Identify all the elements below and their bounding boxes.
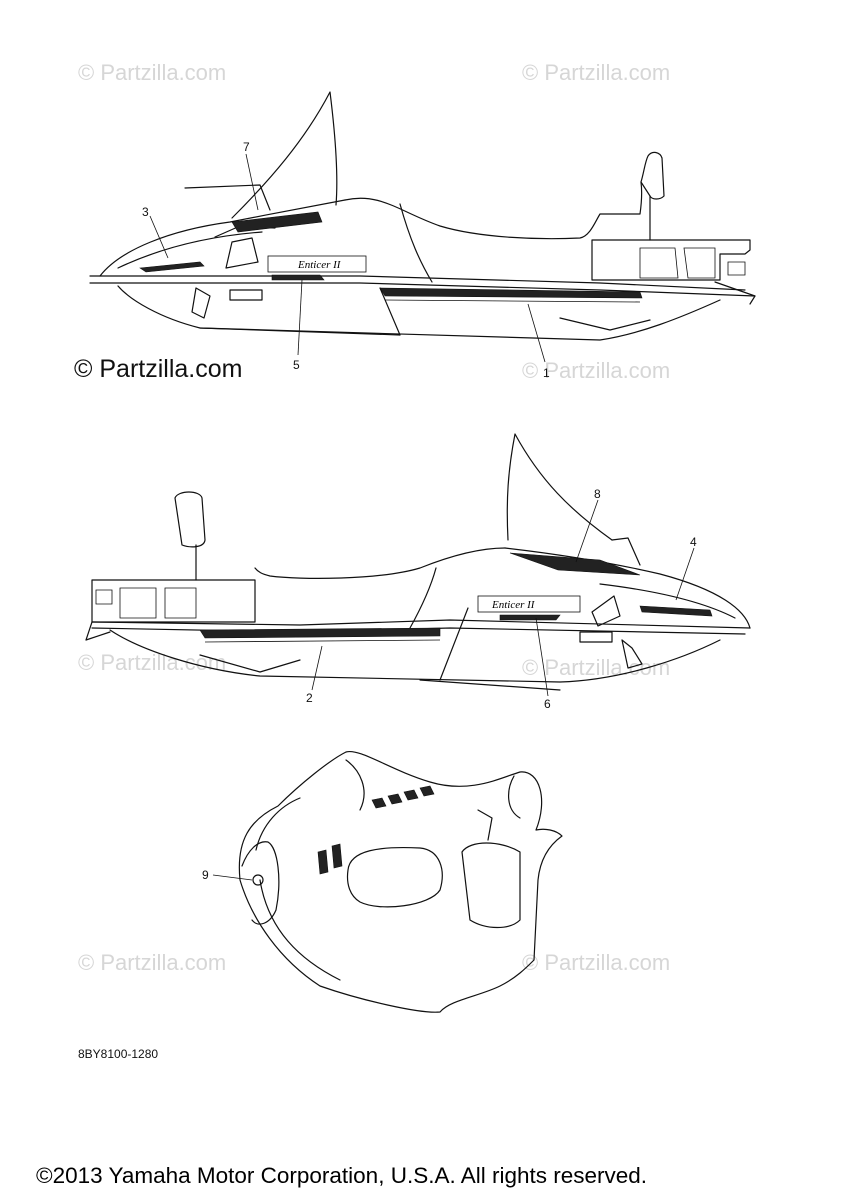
decal-7-mark [231, 211, 323, 233]
decal-8-mark [509, 552, 641, 576]
decal-1-mark [379, 287, 643, 299]
callout-1: 1 [543, 366, 550, 380]
emblem-9-mark [252, 874, 264, 886]
callout-2: 2 [306, 691, 313, 705]
callout-9: 9 [202, 868, 209, 882]
callout-5: 5 [293, 358, 300, 372]
decal-6-box [477, 595, 581, 613]
watermark: © Partzilla.com [78, 650, 227, 675]
watermark: © Partzilla.com [522, 358, 671, 383]
hood-front-view [212, 750, 563, 1013]
decal-5-box [267, 255, 367, 273]
callout-6: 6 [544, 697, 551, 711]
snowmobile-right-side-view: Enticer II [85, 433, 751, 697]
snowmobile-left-side-view: Enticer II [89, 91, 756, 363]
watermark: © Partzilla.com [78, 950, 227, 975]
enticer-decal-text-bottom: Enticer II [491, 599, 536, 611]
callout-4: 4 [690, 535, 697, 549]
watermark: © Partzilla.com [522, 950, 671, 975]
watermark: © Partzilla.com [78, 60, 227, 85]
callout-7: 7 [243, 140, 250, 154]
callout-3: 3 [142, 205, 149, 219]
copyright-notice: ©2013 Yamaha Motor Corporation, U.S.A. A… [36, 1163, 648, 1188]
decal-4-mark [639, 605, 713, 617]
decal-2-mark [199, 627, 441, 639]
enticer-decal-text-top: Enticer II [297, 259, 342, 271]
decal-3-mark [139, 261, 205, 273]
partzilla-logo-text: © Partzilla.com [74, 355, 243, 383]
watermark: © Partzilla.com [522, 60, 671, 85]
callout-8: 8 [594, 487, 601, 501]
watermark: © Partzilla.com [522, 655, 671, 680]
hood-vent-marks [371, 785, 435, 809]
diagram-part-number: 8BY8100-1280 [78, 1047, 159, 1061]
